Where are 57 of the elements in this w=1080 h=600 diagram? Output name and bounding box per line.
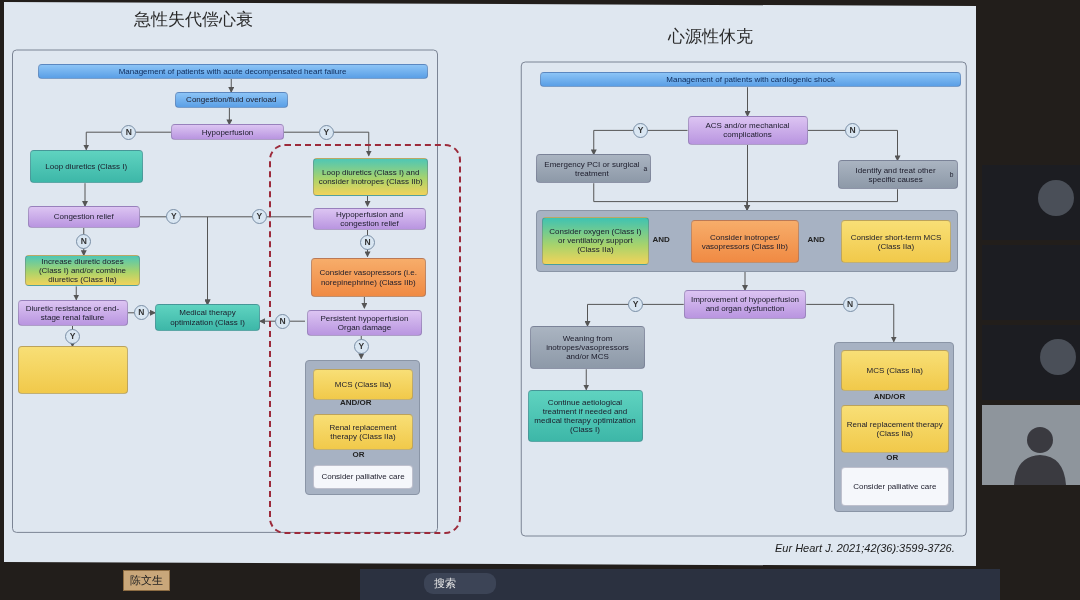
citation: Eur Heart J. 2021;42(36):3599-3726. — [775, 542, 955, 554]
process-box: Consider oxygen (Class I) or ventilatory support (Class IIa) — [542, 216, 649, 265]
process-box: Consider short-term MCS (Class IIa) — [841, 220, 951, 264]
name-plate: 陈文生 — [122, 569, 170, 591]
process-box: Improvement of hypoperfusion and organ dysfunction — [683, 290, 807, 319]
arrow — [226, 107, 233, 126]
connector-word: AND — [652, 234, 670, 244]
process-box: Congestion relief — [27, 206, 140, 228]
process-box: Consider palliative care — [313, 464, 413, 489]
process-box: Renal replacement therapy (Class IIa) — [313, 414, 413, 451]
process-box: Weaning from inotropes/vasopressors and/or MCS — [530, 326, 645, 370]
process-box: Medical therapy optimization (Class I) — [155, 304, 260, 331]
process-box: Congestion/fluid overload — [175, 92, 288, 108]
highlight-outline — [268, 143, 462, 534]
slide-title: 急性失代偿心衰 — [133, 9, 253, 31]
process-box: Consider palliative care — [841, 467, 949, 506]
connector-word: OR — [352, 449, 365, 459]
process-box: Renal replacement therapy (Class IIa) — [841, 405, 949, 453]
process-box: MCS (Class IIa) — [841, 349, 949, 391]
process-box: Hypoperfusion and congestion relief — [313, 208, 426, 230]
option-band — [536, 209, 958, 272]
arrow — [584, 303, 685, 327]
search-field: 搜索 — [423, 573, 496, 595]
option-panel — [833, 341, 954, 512]
arrow — [283, 131, 372, 157]
connector-word: AND — [807, 234, 825, 244]
process-box: Hypoperfusion — [171, 124, 284, 140]
arrow — [590, 129, 688, 156]
process-box: Diuretic resistance or end-stage renal failure — [17, 299, 128, 326]
process-box: ACS and/or mechanical complications — [687, 116, 808, 145]
arrow — [583, 368, 590, 391]
header-bar: Management of patients with acute decompensated heart failure — [37, 64, 428, 79]
arrow — [742, 271, 748, 291]
arrow — [807, 129, 901, 162]
process-box: Increase diuretic doses (Class I) and/or combine diuretics (Class IIa) — [25, 255, 140, 287]
arrow — [805, 303, 897, 343]
process-box: Consider inotropes/ vasopressors (Class IIb) — [691, 220, 799, 264]
process-box: Loop diuretics (Class I) and consider inotropes (Class IIb) — [313, 157, 429, 196]
slide-title: 心源性休克 — [667, 25, 753, 48]
process-box — [17, 346, 128, 395]
arrow — [73, 285, 80, 301]
process-box: MCS (Class IIa) — [313, 368, 413, 400]
connector-word: AND/OR — [873, 392, 906, 401]
arrow — [744, 144, 751, 211]
process-box: Consider vasopressors (i.e. norepinephrine) (Class IIb) — [310, 258, 426, 297]
arrow — [82, 182, 88, 207]
connector-word: AND/OR — [340, 398, 372, 407]
arrow — [744, 86, 751, 117]
option-panel — [304, 360, 420, 495]
process-box: Persistent hypoperfusion Organ damage — [307, 310, 422, 337]
arrow — [743, 188, 898, 211]
arrow — [204, 216, 312, 306]
process-box: Continue aetiological treatment if needed and medical therapy optimization (Class I) — [527, 389, 643, 443]
arrow — [228, 78, 235, 93]
connector-word: OR — [886, 453, 899, 463]
process-box: Loop diuretics (Class I) — [30, 149, 143, 184]
arrow — [83, 131, 172, 151]
